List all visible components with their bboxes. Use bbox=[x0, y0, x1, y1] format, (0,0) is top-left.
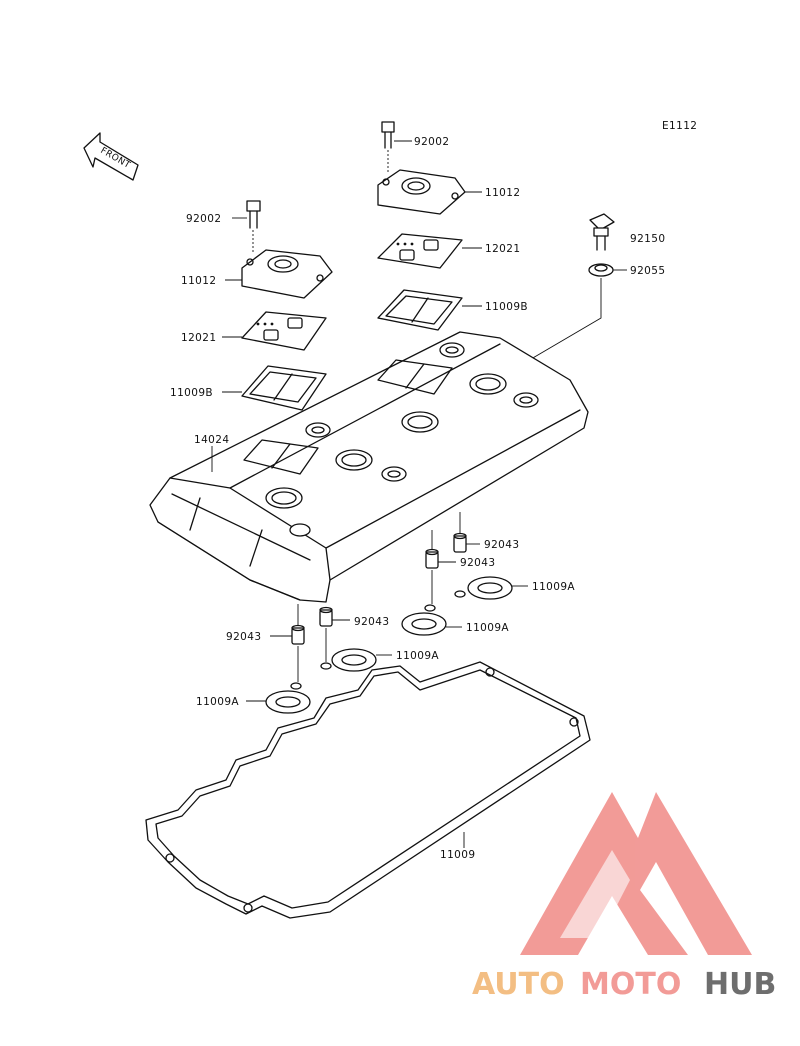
bolt-92002-left bbox=[232, 200, 261, 229]
callout-11009a-b: 11009A bbox=[466, 622, 509, 634]
watermark-moto: MOTO bbox=[580, 967, 681, 1002]
watermark-auto: AUTO bbox=[472, 967, 565, 1002]
front-arrow: FRONT bbox=[83, 132, 139, 181]
ring-11009a-d bbox=[246, 646, 311, 714]
ring-11009a-b bbox=[401, 570, 462, 636]
callout-11009a-d: 11009A bbox=[196, 696, 239, 708]
ring-11009a-c bbox=[320, 628, 392, 672]
callout-11009a-c: 11009A bbox=[396, 650, 439, 662]
callout-92043-d: 92043 bbox=[226, 631, 261, 643]
cylinder-head-cover bbox=[149, 331, 589, 603]
watermark-logo: AUTO MOTO HUB bbox=[472, 792, 776, 1002]
callout-11009: 11009 bbox=[440, 849, 475, 861]
bolt-92002-upper bbox=[381, 121, 412, 149]
callout-11009a-a: 11009A bbox=[532, 581, 575, 593]
callout-92002-upper: 92002 bbox=[414, 136, 449, 148]
gasket-11009b-left bbox=[222, 365, 327, 411]
callout-11012-left: 11012 bbox=[181, 275, 216, 287]
callout-11009b-left: 11009B bbox=[170, 387, 213, 399]
callout-92043-a: 92043 bbox=[484, 539, 519, 551]
callout-92150: 92150 bbox=[630, 233, 665, 245]
bolt-92150 bbox=[589, 213, 615, 251]
dowel-92043-a bbox=[453, 512, 480, 553]
watermark-inner-triangle-icon bbox=[560, 850, 630, 938]
callout-12021-left: 12021 bbox=[181, 332, 216, 344]
callout-11012-upper: 11012 bbox=[485, 187, 520, 199]
callout-11009b-upper: 11009B bbox=[485, 301, 528, 313]
ring-11009a-a bbox=[454, 576, 528, 600]
breather-cover-left bbox=[225, 249, 333, 299]
callout-12021-upper: 12021 bbox=[485, 243, 520, 255]
breather-cover-upper bbox=[377, 169, 482, 215]
gasket-11009b-upper bbox=[377, 289, 482, 331]
dowel-92043-c bbox=[319, 606, 350, 627]
watermark-triangle-icon bbox=[520, 792, 752, 955]
plate-12021-left bbox=[222, 311, 327, 351]
dowel-92043-d bbox=[270, 604, 305, 645]
callout-92043-c: 92043 bbox=[354, 616, 389, 628]
diagram-code: E1112 bbox=[662, 120, 697, 132]
callout-92043-b: 92043 bbox=[460, 557, 495, 569]
dowel-92043-b bbox=[425, 530, 456, 569]
plate-12021-upper bbox=[377, 233, 482, 269]
callout-14024: 14024 bbox=[194, 434, 229, 446]
washer-92055 bbox=[588, 263, 627, 277]
callout-92055: 92055 bbox=[630, 265, 665, 277]
watermark-hub: HUB bbox=[704, 967, 776, 1002]
callout-92002-left: 92002 bbox=[186, 213, 221, 225]
cover-gasket-11009 bbox=[145, 661, 591, 919]
